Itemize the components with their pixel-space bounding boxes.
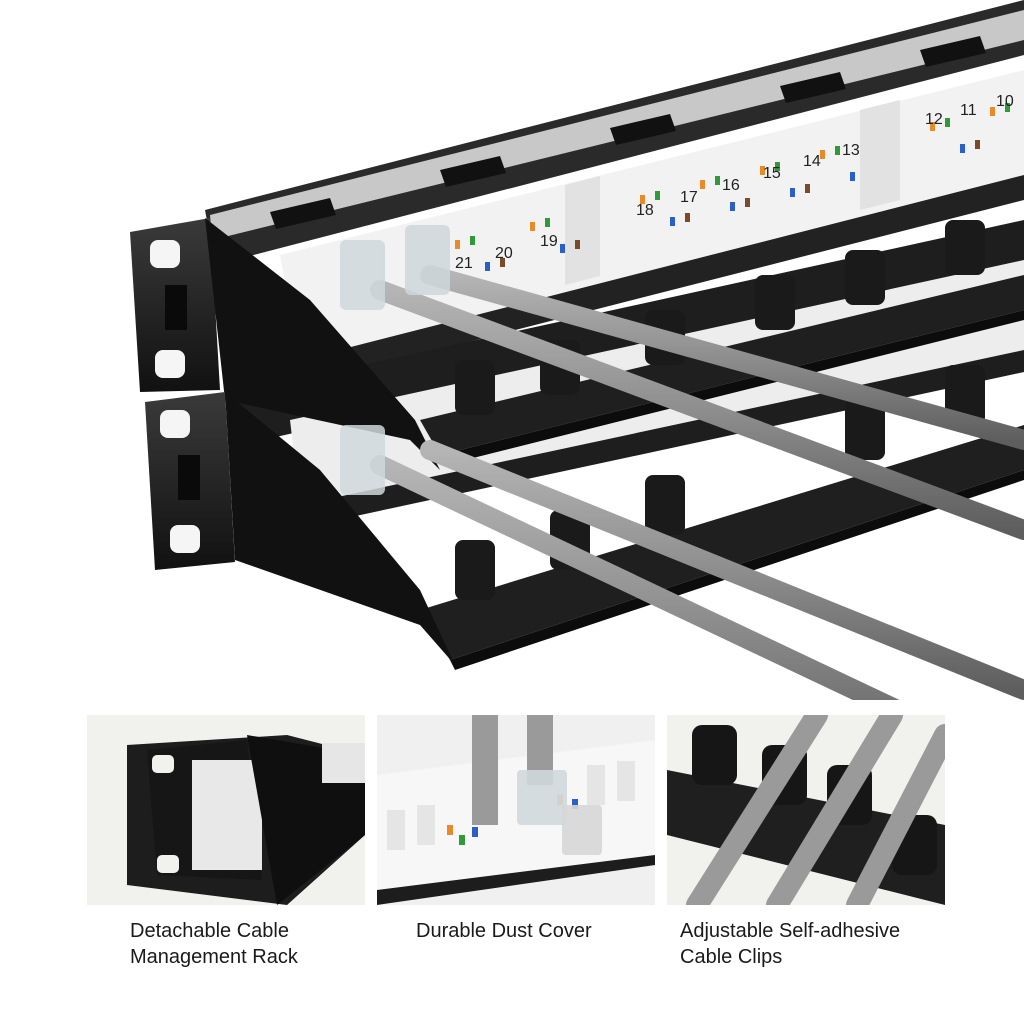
port-number-label: 21	[455, 255, 473, 272]
feature-image-cable-rack	[87, 715, 365, 905]
port-number-label: 14	[803, 153, 821, 170]
cable-clips-lower	[455, 365, 985, 600]
rj45-connectors	[340, 225, 450, 495]
caption-line: Detachable Cable	[130, 920, 289, 942]
feature-image-dust-cover	[377, 715, 655, 905]
patch-cables	[370, 265, 1024, 700]
rack-mount-bracket-upper	[130, 218, 440, 470]
caption-line: Durable Dust Cover	[416, 920, 592, 942]
patch-panel-product-image: 21 20 19 18 17 16 15 14 13 12 11 10	[130, 0, 1024, 700]
feature-caption-dust-cover: Durable Dust Cover	[416, 918, 592, 944]
color-coded-terminals	[455, 103, 1010, 271]
feature-caption-cable-clips: Adjustable Self-adhesive Cable Clips	[680, 918, 900, 970]
port-number-label: 11	[960, 102, 977, 119]
feature-caption-cable-rack: Detachable Cable Management Rack	[130, 918, 298, 970]
caption-line: Adjustable Self-adhesive	[680, 920, 901, 942]
port-number-label: 19	[540, 233, 558, 250]
port-number-label: 12	[925, 111, 943, 128]
feature-image-cable-clips	[667, 715, 945, 905]
caption-line: Management Rack	[130, 946, 298, 968]
port-number-label: 10	[996, 93, 1014, 110]
port-number-label: 15	[763, 165, 781, 182]
rack-mount-bracket-lower	[145, 392, 455, 665]
port-number-label: 16	[722, 177, 740, 194]
port-number-label: 20	[495, 245, 513, 262]
caption-line: Cable Clips	[680, 946, 783, 968]
port-number-label: 13	[842, 142, 860, 159]
port-number-label: 17	[680, 189, 698, 206]
port-number-labels: 21 20 19 18 17 16 15 14 13 12 11 10	[455, 93, 1014, 272]
port-number-label: 18	[636, 202, 654, 219]
